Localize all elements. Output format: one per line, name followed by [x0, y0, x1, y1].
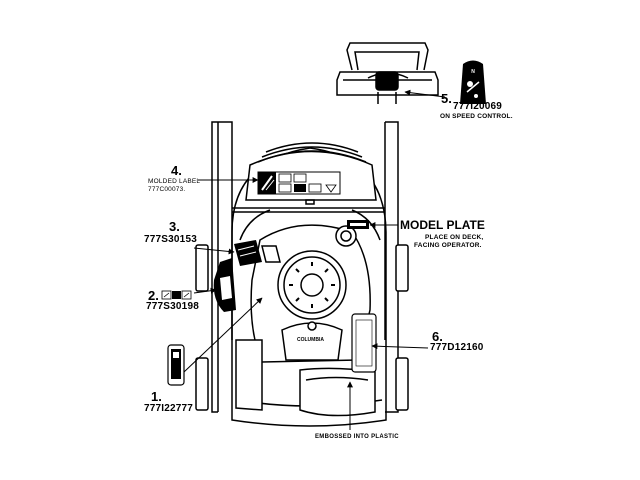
callout-4-number: 4. [171, 163, 182, 178]
callout-6-number: 6. [432, 329, 443, 344]
callout-1-number: 1. [151, 389, 162, 404]
callout-5-part: 777I20069 [453, 101, 503, 112]
callout-2-part: 777S30198 [146, 301, 199, 312]
grass-catcher [235, 339, 376, 417]
callout-5-number: 5. [441, 91, 452, 106]
label-2-icon [161, 258, 236, 312]
label-4-icon [257, 171, 341, 195]
callout-4-line-1: MOLDED LABEL [148, 178, 201, 185]
callout-1-part: 777I22777 [144, 403, 194, 414]
svg-text:N: N [471, 69, 475, 75]
callout-6-part: 777D12160 [430, 342, 484, 353]
engine [250, 224, 371, 363]
lower-handle [211, 121, 399, 413]
handle-assembly [336, 42, 439, 104]
model-plate-title: MODEL PLATE [400, 218, 485, 232]
callout-5-note: ON SPEED CONTROL. [440, 113, 513, 120]
wheels [195, 244, 409, 411]
callout-3-part: 777S30153 [144, 234, 197, 245]
label-3-icon [234, 240, 262, 266]
leader-arrows [183, 89, 446, 430]
label-6-icon [351, 313, 377, 373]
label-5-icon: N [460, 60, 486, 104]
embossed-note: EMBOSSED INTO PLASTIC [315, 434, 399, 440]
model-plate-line-2: FACING OPERATOR. [414, 242, 482, 249]
model-plate-icon [347, 220, 369, 229]
engine-brand: COLUMBIA [297, 337, 324, 343]
callout-3-number: 3. [169, 219, 180, 234]
label-1-icon [167, 344, 185, 386]
callout-4-line-2: 777C00073. [148, 186, 186, 193]
callout-2-number: 2. [148, 288, 159, 303]
model-plate-line-1: PLACE ON DECK, [425, 234, 484, 241]
